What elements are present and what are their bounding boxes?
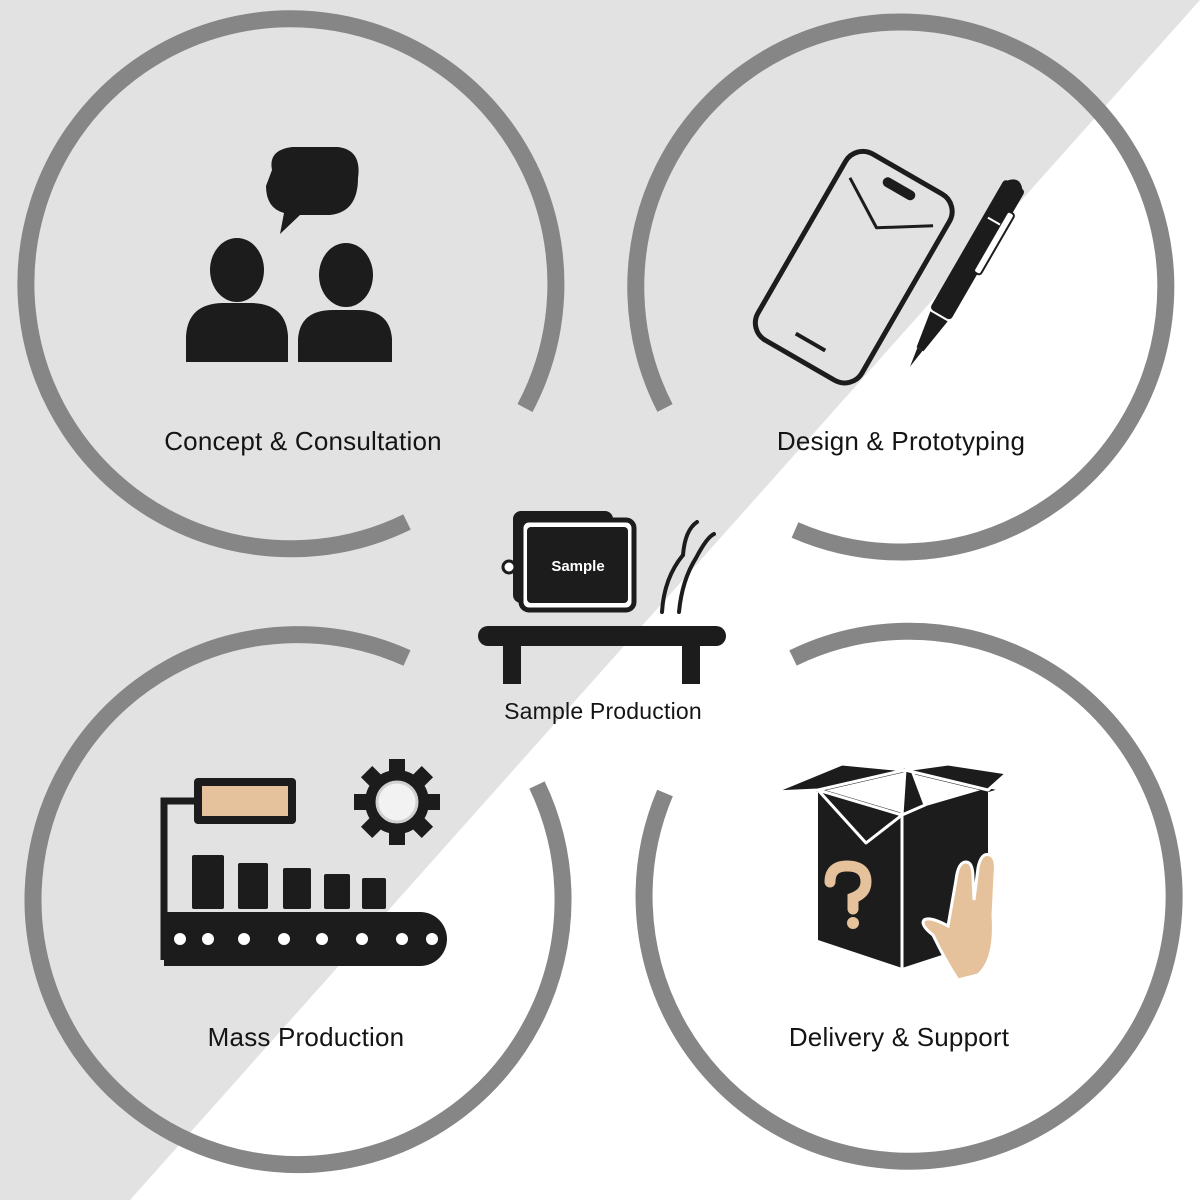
mystery-box-icon [772,762,1009,982]
people-chat-icon [186,147,392,362]
ring-concept [17,10,565,558]
ring-mass [24,626,572,1174]
step-label-mass: Mass Production [207,1022,405,1052]
step-label-delivery: Delivery & Support [788,1022,1010,1052]
ring-delivery [635,622,1183,1170]
step-label-sample: Sample Production [504,698,702,724]
phone-pen-icon [752,148,1024,386]
ring-design [627,13,1175,561]
step-label-design: Design & Prototyping [776,426,1026,456]
sample-bench-icon [478,511,726,684]
conveyor-gear-icon [160,759,447,966]
sample-badge-text: Sample [551,558,604,575]
step-label-concept: Concept & Consultation [164,426,442,456]
